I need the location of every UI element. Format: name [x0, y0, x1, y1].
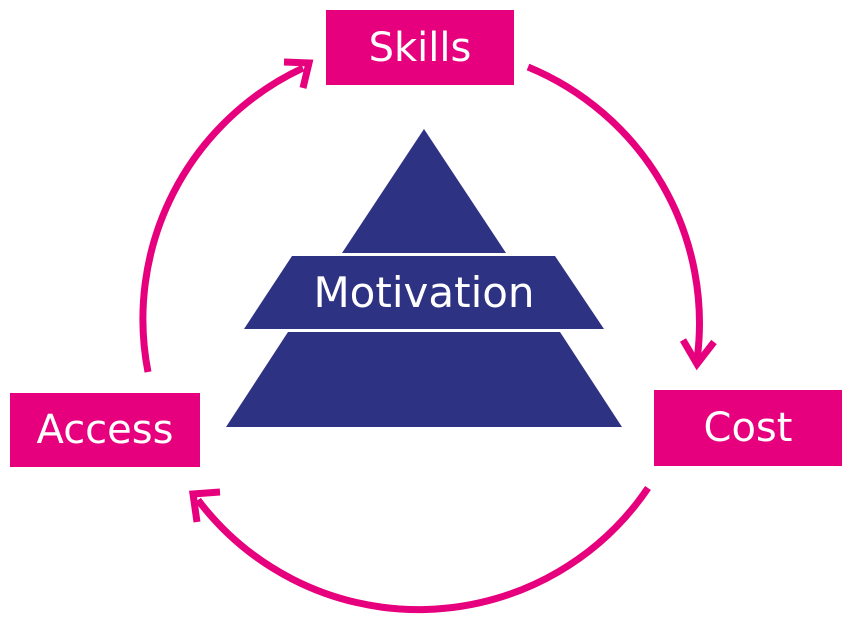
arrowhead-access-icon [189, 488, 221, 523]
node-skills-label: Skills [368, 24, 472, 71]
arrowhead-cost-icon [679, 338, 717, 371]
pyramid-base [226, 332, 622, 427]
arrow-access-to-skills [139, 64, 305, 373]
arrow-cost-to-access [195, 486, 651, 614]
arrow-skills-to-cost [526, 63, 703, 361]
node-access: Access [10, 393, 200, 467]
arrowhead-skills-icon [283, 58, 314, 89]
pyramid-middle-band [244, 256, 604, 329]
node-cost-label: Cost [703, 405, 793, 451]
node-access-label: Access [36, 407, 174, 453]
motivation-label: Motivation [313, 268, 535, 317]
pyramid-top [342, 129, 506, 253]
node-cost: Cost [654, 390, 842, 466]
pyramid [226, 129, 622, 427]
node-skills: Skills [326, 10, 514, 85]
